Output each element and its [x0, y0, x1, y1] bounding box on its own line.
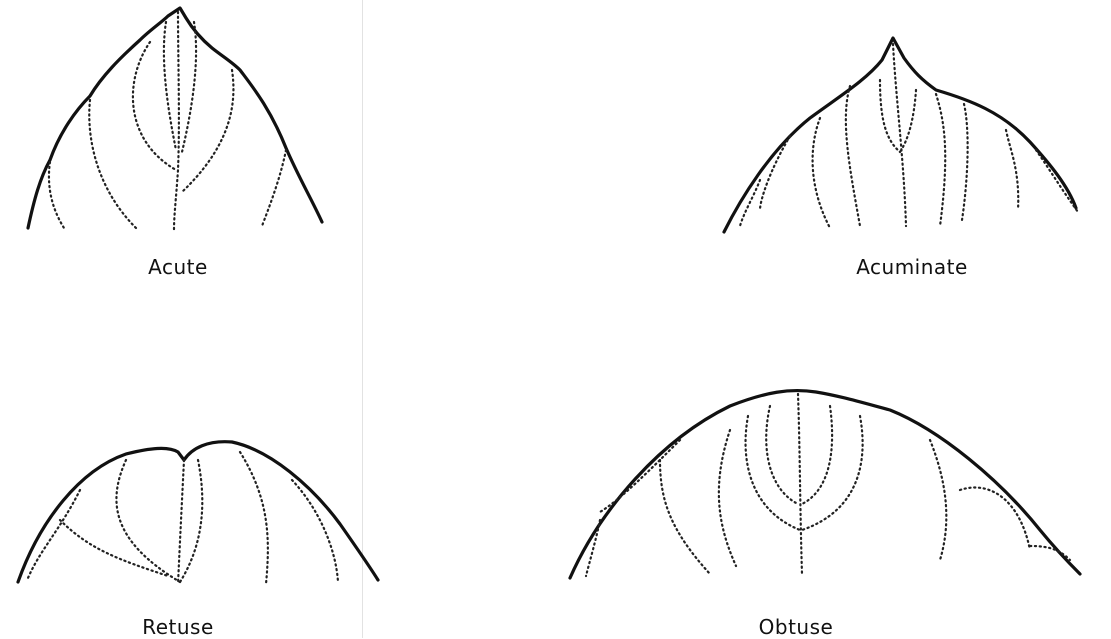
panel-divider — [362, 0, 363, 638]
acuminate-leaf-midrib — [893, 44, 906, 226]
acuminate-leaf-tip: Acuminate — [700, 0, 1111, 300]
retuse-leaf-drawing — [0, 320, 362, 638]
acute-leaf-midrib — [174, 12, 179, 230]
obtuse-leaf-drawing — [560, 320, 1111, 638]
obtuse-leaf-outline — [570, 391, 1080, 578]
obtuse-leaf-midrib — [798, 394, 802, 574]
retuse-leaf-tip: Retuse — [0, 320, 362, 638]
acute-label: Acute — [148, 255, 208, 279]
acute-leaf-tip: Acute — [0, 0, 362, 300]
obtuse-leaf-tip: Obtuse — [560, 320, 1111, 638]
obtuse-label: Obtuse — [759, 615, 834, 639]
acute-leaf-outline — [28, 8, 322, 228]
acuminate-label: Acuminate — [856, 255, 968, 279]
retuse-leaf-midrib — [178, 460, 184, 584]
retuse-leaf-outline — [18, 442, 378, 582]
retuse-label: Retuse — [142, 615, 214, 639]
